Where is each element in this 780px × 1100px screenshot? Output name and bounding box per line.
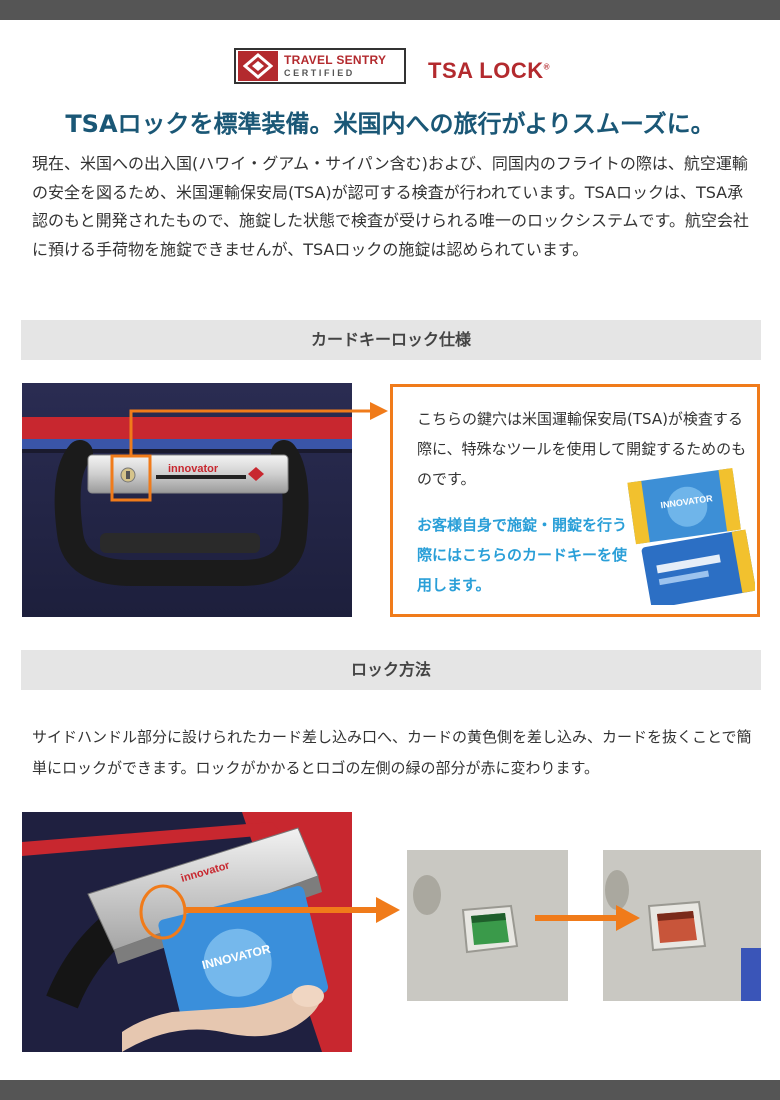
card-key-callout: こちらの鍵穴は米国運輸保安局(TSA)が検査する際に、特殊なツールを使用して開錠… bbox=[390, 384, 760, 617]
card-insertion-photo: innovator INNOVATOR bbox=[22, 812, 352, 1052]
handle-brand-label: innovator bbox=[168, 463, 219, 475]
card-keys-image: INNOVATOR bbox=[627, 468, 755, 605]
travel-sentry-diamond-icon bbox=[238, 51, 278, 81]
suitcase-handle-photo: innovator bbox=[22, 383, 352, 617]
tsa-lock-logo: TSA LOCK® bbox=[428, 58, 550, 84]
callout-description: こちらの鍵穴は米国運輸保安局(TSA)が検査する際に、特殊なツールを使用して開錠… bbox=[417, 410, 747, 488]
indicator-unlocked-photo bbox=[407, 850, 568, 1001]
bottom-bar bbox=[0, 1080, 780, 1100]
travel-sentry-title: TRAVEL SENTRY bbox=[284, 53, 387, 67]
indicator-locked-photo bbox=[603, 850, 761, 1001]
travel-sentry-subtitle: CERTIFIED bbox=[284, 68, 355, 78]
travel-sentry-logo: TRAVEL SENTRY CERTIFIED bbox=[234, 48, 406, 84]
page-headline: TSAロックを標準装備。米国内への旅行がよりスムーズに。 bbox=[65, 110, 715, 138]
callout-highlight: お客様自身で施錠・開錠を行う際にはこちらのカードキーを使用します。 bbox=[417, 516, 628, 594]
section-header-lock-method: ロック方法 bbox=[21, 650, 761, 690]
section-header-card-key: カードキーロック仕様 bbox=[21, 320, 761, 360]
tsa-lock-text: TSA LOCK bbox=[428, 58, 544, 83]
top-bar bbox=[0, 0, 780, 20]
lock-method-description: サイドハンドル部分に設けられたカード差し込み口へ、カードの黄色側を差し込み、カー… bbox=[32, 728, 752, 777]
registered-mark: ® bbox=[543, 62, 551, 72]
intro-paragraph: 現在、米国への出入国(ハワイ・グアム・サイパン含む)および、同国内のフライトの際… bbox=[32, 154, 749, 259]
